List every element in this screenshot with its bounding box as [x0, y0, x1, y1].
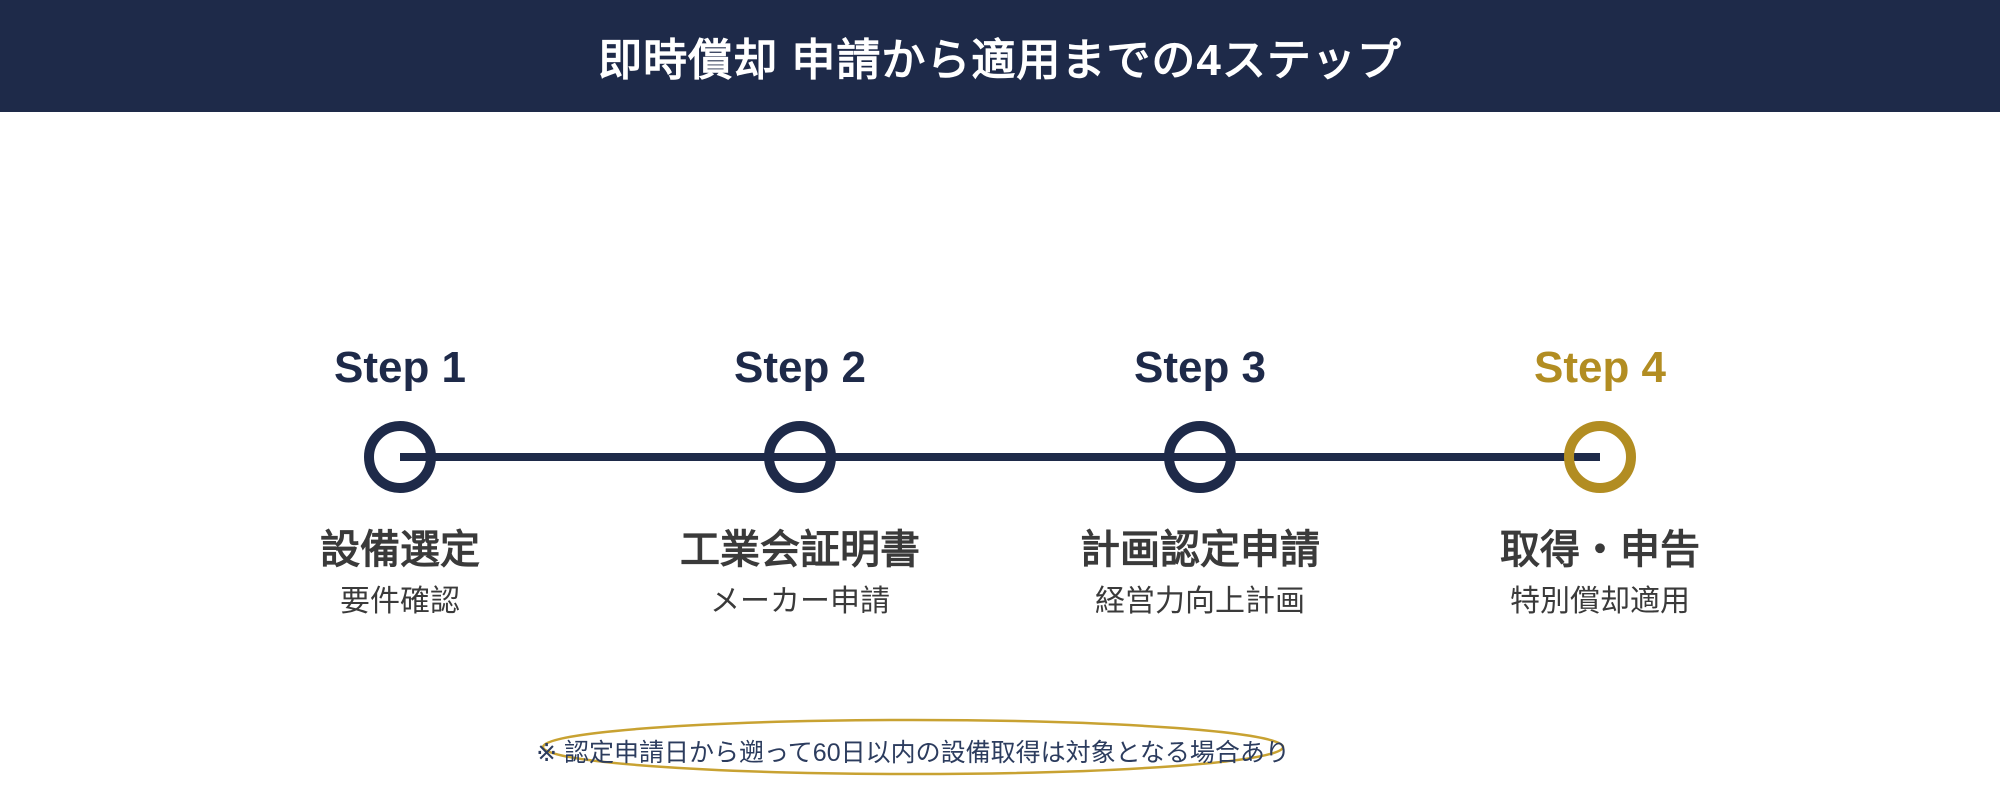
step-3-label: Step 3 — [1133, 343, 1267, 392]
step-1-sub: 要件確認 — [340, 585, 460, 618]
footnote-text: ※ 認定申請日から遡って60日以内の設備取得は対象となる場合あり — [536, 739, 1290, 767]
step-2-label: Step 2 — [733, 343, 867, 392]
step-4-sub: 特別償却適用 — [1510, 585, 1690, 618]
step-4-node-circle-icon — [1564, 421, 1636, 493]
step-3-sub: 経営力向上計画 — [1095, 585, 1305, 618]
step-2-node-circle-icon — [764, 421, 836, 493]
step-1-name: 設備選定 — [320, 528, 480, 572]
step-3-name: 計画認定申請 — [1080, 528, 1320, 572]
step-2-name: 工業会証明書 — [680, 528, 920, 572]
step-1-node-circle-icon — [364, 421, 436, 493]
step-3-node-circle-icon — [1164, 421, 1236, 493]
title-banner: 即時償却 申請から適用までの4ステップ — [0, 0, 2000, 112]
step-1-label: Step 1 — [333, 343, 467, 392]
step-4-label: Step 4 — [1533, 343, 1667, 392]
step-4-name: 取得・申告 — [1500, 528, 1700, 572]
step-2-sub: メーカー申請 — [710, 585, 890, 618]
page-title: 即時償却 申請から適用までの4ステップ — [598, 36, 1402, 85]
